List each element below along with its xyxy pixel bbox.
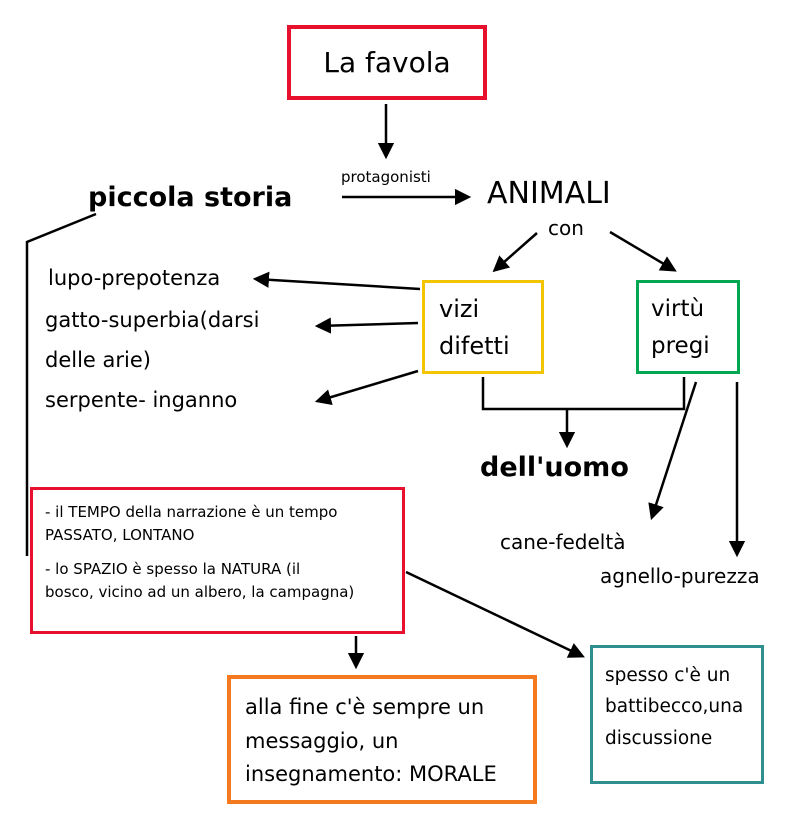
protagonisti-label: protagonisti xyxy=(341,168,431,186)
virtu-line: virtù xyxy=(651,296,705,322)
vizi-difetti-box: vizi difetti xyxy=(422,280,544,374)
spazio-line-2: bosco, vicino ad un albero, la campagna) xyxy=(45,582,355,601)
tempo-line-1: - il TEMPO della narrazione è un tempo xyxy=(45,503,338,521)
morale-line-3: insegnamento: MORALE xyxy=(245,762,497,787)
tempo-spazio-box: - il TEMPO della narrazione è un tempo P… xyxy=(30,487,405,634)
difetti-line: difetti xyxy=(439,332,510,361)
pregi-line: pregi xyxy=(651,332,710,359)
example-gatto: gatto-superbia(darsi xyxy=(45,308,260,332)
virtu-pregi-box: virtù pregi xyxy=(636,280,740,374)
arrow-vizi-serpente xyxy=(314,369,419,406)
example-serpente: serpente- inganno xyxy=(45,388,238,412)
arrow-con-vizi xyxy=(492,232,538,273)
arrow-tempo-battibecco xyxy=(405,570,585,658)
delluomo-label: dell'uomo xyxy=(480,452,629,483)
example-agnello: agnello-purezza xyxy=(600,564,760,588)
morale-line-1: alla fine c'è sempre un xyxy=(245,695,485,719)
con-label: con xyxy=(548,216,584,240)
battibecco-box: spesso c'è un battibecco,una discussione xyxy=(590,645,764,784)
bracket-vizi-virtu xyxy=(481,377,686,411)
arrow-con-virtu xyxy=(609,230,677,272)
arrow-vizi-gatto xyxy=(314,317,419,334)
la-favola-box: La favola xyxy=(287,25,487,100)
paragraph-gap xyxy=(45,546,390,558)
arrow-vizi-lupo xyxy=(252,271,421,291)
morale-line-2: messaggio, un xyxy=(245,728,399,753)
morale-box: alla fine c'è sempre un messaggio, un in… xyxy=(227,675,537,804)
spazio-line-1: - lo SPAZIO è spesso la NATURA (il xyxy=(45,560,301,578)
battibecco-line-3: discussione xyxy=(605,727,713,749)
arrow-virtu-cane xyxy=(648,381,698,521)
piccola-storia-label: piccola storia xyxy=(88,182,293,213)
la-favola-label: La favola xyxy=(323,46,451,79)
battibecco-line-1: spesso c'è un xyxy=(605,665,731,686)
example-gatto-cont: delle arie) xyxy=(45,348,151,372)
animali-label: ANIMALI xyxy=(487,176,611,211)
example-lupo: lupo-prepotenza xyxy=(48,266,221,290)
example-cane: cane-fedeltà xyxy=(500,530,626,554)
battibecco-line-2: battibecco,una xyxy=(605,696,744,718)
tempo-line-2: PASSATO, LONTANO xyxy=(45,525,195,544)
vizi-line: vizi xyxy=(439,295,480,323)
